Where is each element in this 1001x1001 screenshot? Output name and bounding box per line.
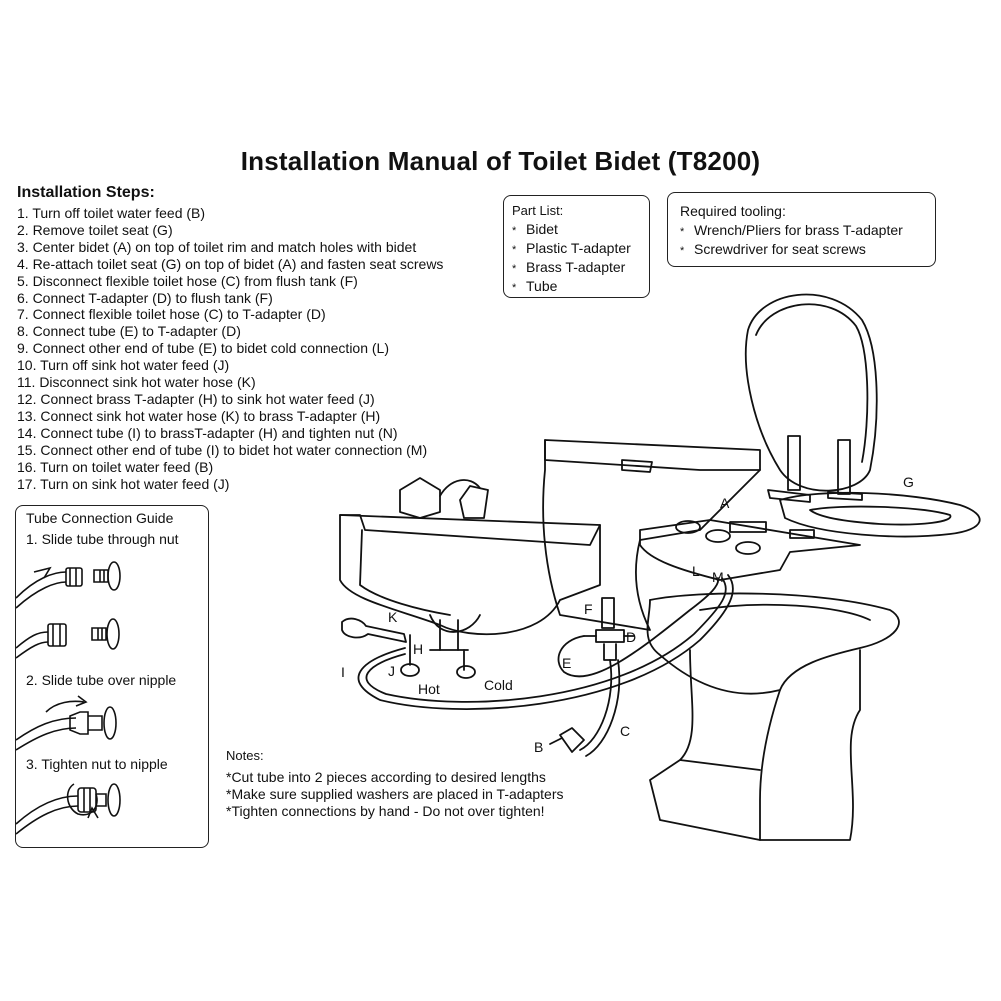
- guide-step-3: 3. Tighten nut to nipple: [26, 756, 168, 772]
- label-M: M: [712, 569, 724, 585]
- part-item: *Tube: [512, 278, 558, 294]
- step-item: 2. Remove toilet seat (G): [17, 221, 173, 238]
- step-item: 16. Turn on toilet water feed (B): [17, 458, 214, 475]
- label-L: L: [692, 563, 700, 579]
- guide-step-1: 1. Slide tube through nut: [26, 531, 179, 547]
- label-H: H: [413, 641, 423, 657]
- step-item: 12. Connect brass T-adapter (H) to sink …: [17, 390, 375, 407]
- tool-item: *Screwdriver for seat screws: [680, 241, 866, 257]
- wrench: [341, 617, 407, 643]
- page-title: Installation Manual of Toilet Bidet (T82…: [240, 146, 761, 176]
- label-C: C: [620, 723, 630, 739]
- label-D: D: [626, 629, 636, 645]
- guide-heading: Tube Connection Guide: [26, 510, 174, 526]
- step-item: 14. Connect tube (I) to brassT-adapter (…: [17, 424, 398, 441]
- required-tooling-box: Required tooling: *Wrench/Pliers for bra…: [667, 192, 936, 267]
- part-item: *Plastic T-adapter: [512, 240, 631, 256]
- step-item: 15. Connect other end of tube (I) to bid…: [17, 441, 428, 458]
- toilet-lid: [744, 293, 878, 492]
- part-list-heading: Part List:: [512, 203, 564, 218]
- step-item: 17. Turn on sink hot water feed (J): [17, 475, 230, 492]
- toilet-bowl: [649, 592, 900, 841]
- steps-heading: Installation Steps:: [17, 184, 155, 201]
- tube-connection-guide: Tube Connection Guide 1. Slide tube thro…: [15, 505, 209, 848]
- label-hot: Hot: [418, 681, 440, 697]
- label-A: A: [720, 495, 730, 511]
- guide-step-2: 2. Slide tube over nipple: [26, 672, 177, 688]
- step-item: 7. Connect flexible toilet hose (C) to T…: [17, 306, 326, 323]
- toilet-seat: [779, 491, 981, 538]
- installation-steps-list: 1. Turn off toilet water feed (B) 2. Rem…: [17, 205, 443, 492]
- note-item: *Make sure supplied washers are placed i…: [226, 786, 564, 802]
- label-cold: Cold: [484, 677, 513, 693]
- tank: [542, 439, 761, 631]
- step-item: 11. Disconnect sink hot water hose (K): [17, 374, 256, 391]
- label-E: E: [562, 655, 571, 671]
- step-item: 1. Turn off toilet water feed (B): [17, 205, 206, 221]
- step-item: 9. Connect other end of tube (E) to bide…: [17, 340, 390, 357]
- label-I: I: [341, 664, 345, 680]
- step-item: 6. Connect T-adapter (D) to flush tank (…: [17, 289, 273, 306]
- note-item: *Cut tube into 2 pieces according to des…: [226, 769, 546, 785]
- guide-illustration: [16, 561, 121, 835]
- step-item: 5. Disconnect flexible toilet hose (C) f…: [17, 272, 358, 289]
- notes-list: *Cut tube into 2 pieces according to des…: [226, 769, 563, 820]
- part-item: *Bidet: [512, 221, 558, 237]
- sink: [339, 514, 601, 636]
- part-item: *Brass T-adapter: [512, 259, 626, 275]
- part-list-box: Part List: *Bidet *Plastic T-adapter *Br…: [503, 195, 650, 298]
- step-item: 10. Turn off sink hot water feed (J): [17, 357, 230, 374]
- tooling-heading: Required tooling:: [680, 203, 786, 219]
- step-item: 13. Connect sink hot water hose (K) to b…: [17, 407, 381, 424]
- bidet: [639, 519, 861, 581]
- note-item: *Tighten connections by hand - Do not ov…: [226, 803, 545, 819]
- label-J: J: [388, 663, 395, 679]
- step-item: 3. Center bidet (A) on top of toilet rim…: [17, 238, 417, 255]
- notes-heading: Notes:: [226, 748, 264, 763]
- label-B: B: [534, 739, 543, 755]
- label-G: G: [903, 474, 914, 490]
- step-item: 8. Connect tube (E) to T-adapter (D): [17, 323, 241, 340]
- label-F: F: [584, 601, 593, 617]
- step-item: 4. Re-attach toilet seat (G) on top of b…: [17, 255, 444, 272]
- label-K: K: [388, 609, 398, 625]
- tool-item: *Wrench/Pliers for brass T-adapter: [680, 222, 903, 238]
